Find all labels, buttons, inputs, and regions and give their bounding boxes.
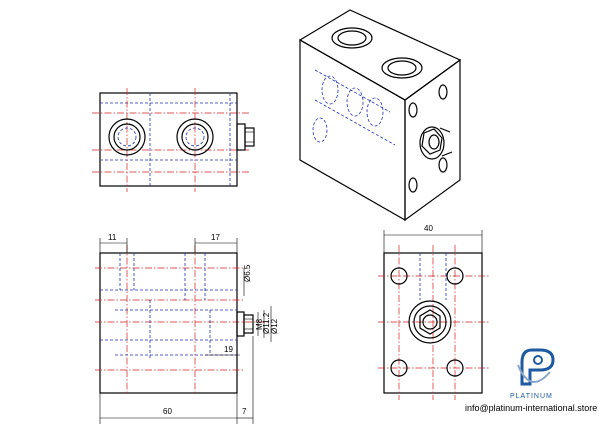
dim-60: 60 <box>163 407 172 416</box>
contact-email: info@platinum-international.store <box>465 403 597 413</box>
brand-name: PLATINUM <box>510 393 553 400</box>
dim-12: Ø12 <box>270 318 279 334</box>
dim-11: 11 <box>108 233 117 242</box>
logo-mark <box>520 348 555 386</box>
port-circle-left <box>108 118 146 156</box>
isometric-view <box>298 9 462 222</box>
dim-m8: M8 <box>255 318 264 330</box>
side-fitting-front-view <box>236 311 254 337</box>
dim-hole-diameter: Ø6.5 <box>243 264 252 282</box>
side-view <box>378 245 490 400</box>
iso-port-1 <box>331 27 373 49</box>
iso-port-2 <box>381 57 423 79</box>
iso-fitting <box>419 126 453 160</box>
dim-7: 7 <box>242 407 247 416</box>
front-view <box>95 245 270 395</box>
dim-17: 17 <box>211 233 220 242</box>
dim-11-2: Ø11.2 <box>262 312 271 334</box>
top-view <box>92 88 255 192</box>
port-circle-right <box>176 118 214 156</box>
iso-hidden-bores <box>312 69 396 146</box>
dimension-lines <box>99 230 483 424</box>
side-view-fitting <box>408 300 452 344</box>
side-fitting-top-view <box>236 123 255 151</box>
iso-side-holes <box>408 84 448 193</box>
dim-19: 19 <box>224 345 233 354</box>
platinum-logo: PLATINUM <box>510 348 555 400</box>
dim-40: 40 <box>424 224 433 233</box>
